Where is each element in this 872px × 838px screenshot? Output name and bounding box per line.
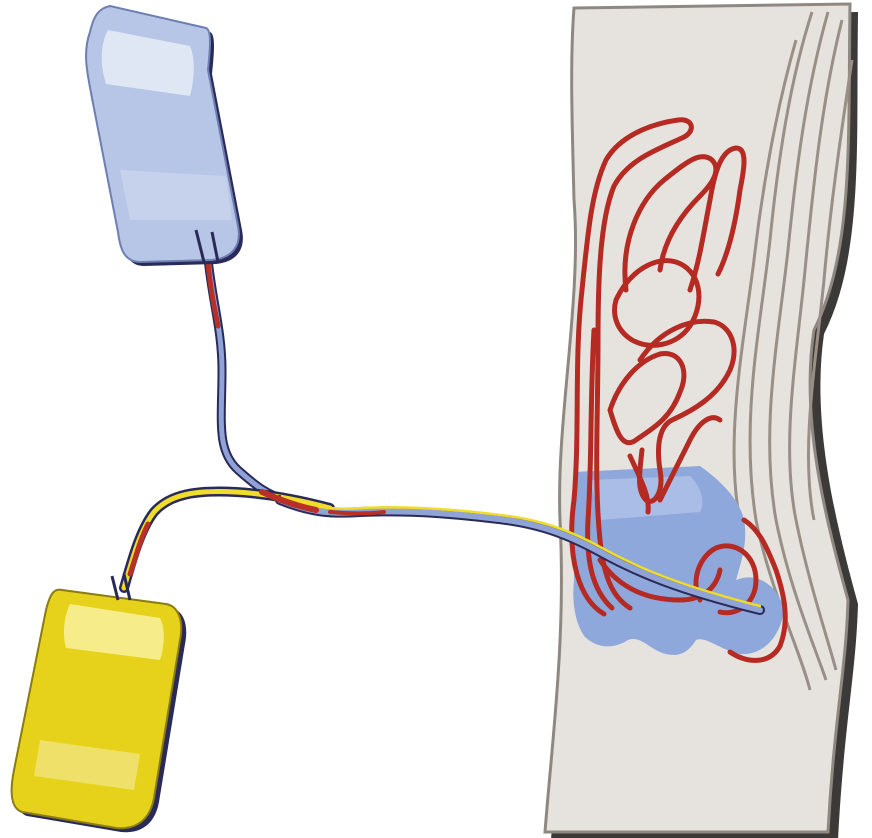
dialysate-bag-icon (86, 6, 243, 266)
supply-tube (208, 258, 290, 502)
abdomen-icon (545, 4, 858, 838)
catheter-red-2 (330, 512, 384, 514)
drain-bag-icon (12, 574, 187, 832)
